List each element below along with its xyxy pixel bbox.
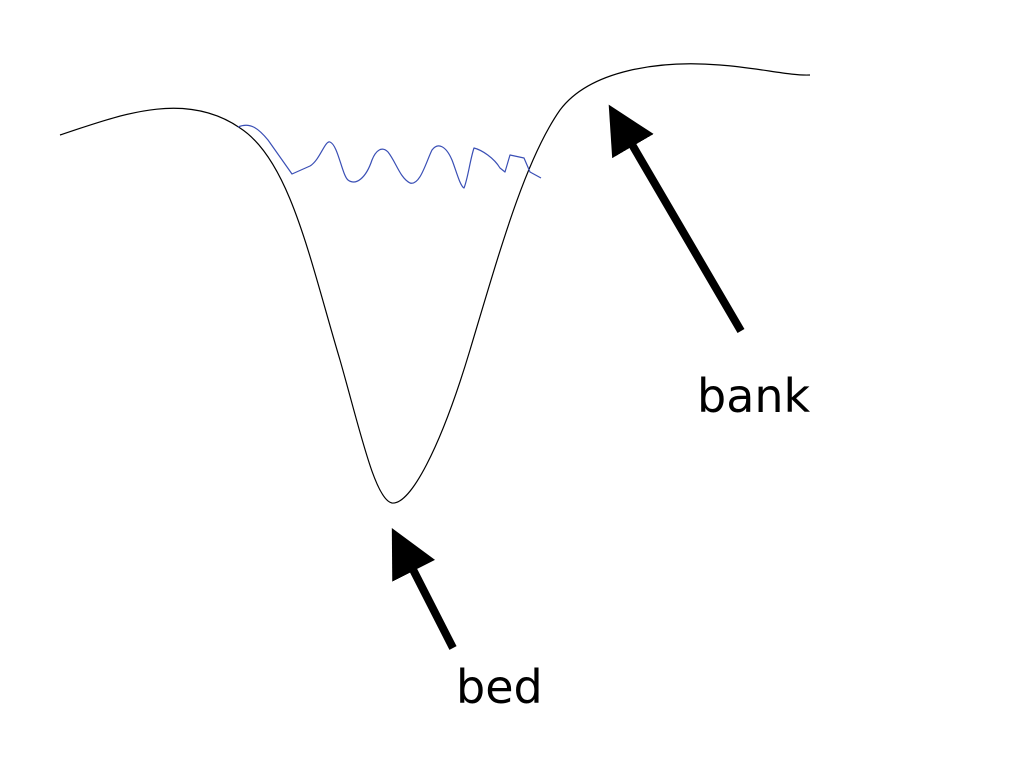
bank-arrow [608,104,745,334]
water-surface-line [237,124,542,189]
bank-label: bank [697,369,811,423]
bed-arrow [391,528,457,650]
bed-label: bed [456,660,543,714]
channel-profile-curve [59,63,811,504]
